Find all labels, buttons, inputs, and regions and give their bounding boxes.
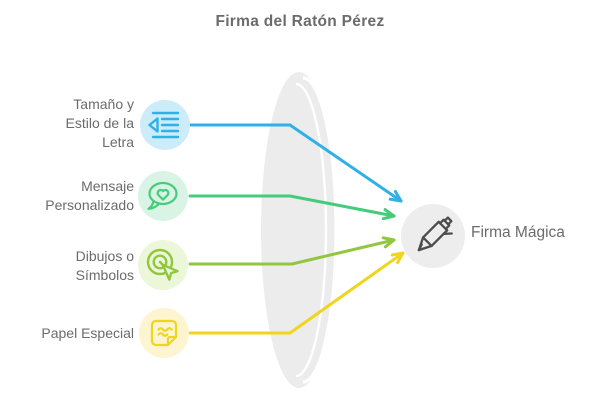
item-node-tamano-estilo (140, 100, 190, 150)
connector-arrowhead-3 (381, 236, 396, 249)
sticky-note-icon (139, 308, 189, 358)
center-circle-bg (401, 204, 465, 268)
sticky-note-glyph (150, 319, 178, 347)
item-node-papel (139, 308, 189, 358)
ellipse-highlight-inner (295, 82, 328, 378)
item-label-tamano-estilo: Tamaño y Estilo de la Letra (65, 96, 134, 150)
speech-heart-icon (138, 171, 188, 221)
speech-heart-glyph (147, 181, 178, 210)
outdent-text-icon (140, 100, 190, 150)
connector-line-2 (188, 194, 396, 218)
item-node-mensaje (138, 171, 188, 221)
item-label-dibujos: Dibujos o Símbolos (75, 248, 134, 283)
pen-glyph (417, 216, 453, 252)
outdent-glyph (148, 111, 180, 139)
item-node-dibujos (138, 240, 188, 290)
icon-circle-bg (139, 308, 189, 358)
diagram-title: Firma del Ratón Pérez (215, 13, 385, 30)
ellipse-highlight-outer (302, 76, 338, 384)
connector-arrowhead-2 (381, 208, 396, 221)
connector-line-1 (188, 123, 403, 203)
center-node-label: Firma Mágica (471, 224, 565, 241)
pen-icon (401, 204, 465, 268)
connectors (188, 123, 405, 335)
connector-line-4 (188, 251, 405, 335)
click-cursor-icon (138, 240, 188, 290)
connector-arrowhead-1 (388, 190, 403, 203)
connector-arrowhead-4 (390, 251, 405, 265)
icon-circle-bg (138, 171, 188, 221)
item-label-mensaje: Mensaje Personalizado (45, 178, 134, 213)
center-node-firma-magica (401, 204, 465, 268)
click-cursor-glyph (146, 248, 179, 281)
item-label-papel: Papel Especial (41, 325, 134, 341)
decor-ellipse (261, 72, 337, 388)
connector-line-3 (188, 238, 396, 266)
